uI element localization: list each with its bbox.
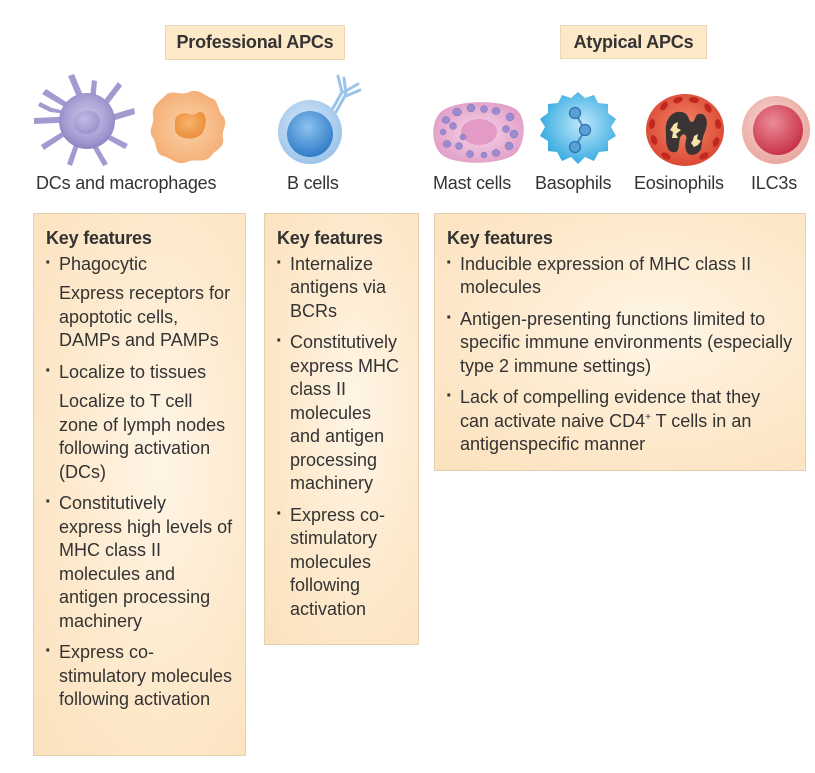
feature-item: Express co-stimulatory molecules followi… [276,503,406,622]
atypical-apcs-header: Atypical APCs [560,25,707,59]
feature-subitem: Express receptors for apoptotic cells, D… [59,283,231,350]
atypical-apcs-features-box: Key features Inducible expression of MHC… [434,213,806,471]
superscript-plus: + [645,411,651,423]
feature-item: Constitutively express MHC class II mole… [276,330,406,496]
basophils-label: Basophils [535,173,612,193]
ilc3s-label: ILC3s [751,173,798,193]
feature-item: Express co-stimulatory molecules followi… [45,640,233,712]
professional-apcs-header: Professional APCs [165,25,345,60]
basophil-icon [540,92,616,164]
b-cells-features-box: Key features Internalize antigens via BC… [264,213,419,645]
feature-item: Inducible expression of MHC class II mol… [446,252,793,300]
eosinophil-icon [646,94,724,166]
dendritic-cell-icon [34,74,135,166]
feature-subitem: Localize to T cell zone of lymph nodes f… [59,391,226,482]
feature-item: Internalize antigens via BCRs [276,252,406,324]
dcs-macrophages-features-box: Key features Phagocytic Express receptor… [33,213,246,756]
dcs-macrophages-label: DCs and macrophages [36,173,217,193]
feature-item: Localize to tissues [45,360,233,385]
ilc3-icon [742,96,810,164]
b-cell-icon [278,74,362,164]
feature-text: Lack of compelling evidence that they ca… [460,387,761,431]
feature-item: Constitutively express high levels of MH… [45,491,233,633]
mast-cells-label: Mast cells [433,173,512,193]
feature-text: T cells in an antigenspecific manner [460,410,752,455]
key-features-title: Key features [277,228,383,248]
feature-item: Antigen-presenting functions limited to … [446,307,793,379]
key-features-title: Key features [447,228,553,248]
mast-cell-icon [433,102,524,163]
key-features-title: Key features [46,228,152,248]
eosinophils-label: Eosinophils [634,173,724,193]
feature-item: Lack of compelling evidence that they ca… [446,385,793,457]
b-cells-label: B cells [287,173,339,193]
feature-item: Phagocytic [45,252,233,277]
macrophage-icon [150,90,226,164]
